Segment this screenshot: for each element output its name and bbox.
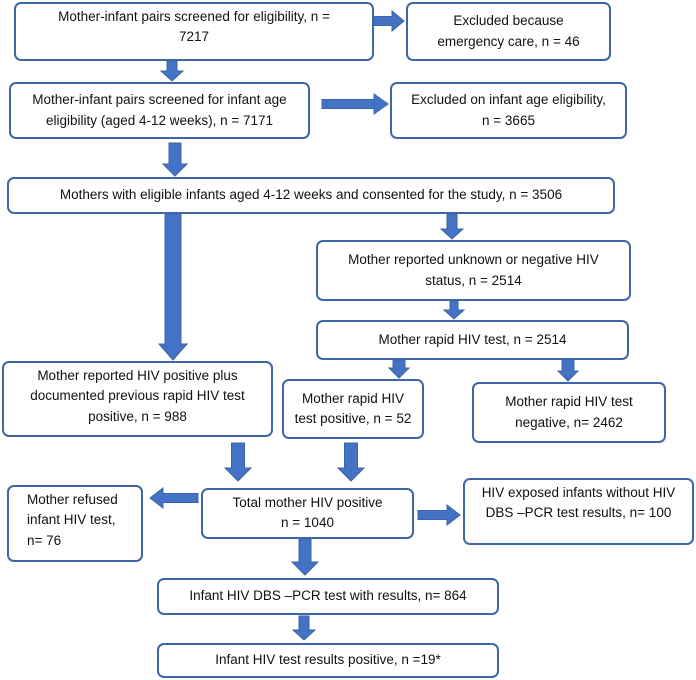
box-infant-positive: Infant HIV test results positive, n =19* [157, 643, 499, 678]
arrow-to-reported-positive [157, 213, 189, 361]
arrow-to-infant-positive [291, 615, 317, 641]
arrow-to-refused-infant-test [149, 486, 199, 510]
box-excluded-age: Excluded on infant age eligibility, n = … [390, 82, 627, 139]
arrow-to-exposed-no-results [417, 503, 461, 527]
box-excluded-emergency: Excluded because emergency care, n = 46 [406, 2, 611, 61]
box-rapid-negative: Mother rapid HIV test negative, n= 2462 [472, 382, 666, 443]
box-total-positive: Total mother HIV positive n = 1040 [201, 488, 414, 539]
box-eligible-consented: Mothers with eligible infants aged 4-12 … [7, 177, 615, 214]
arrow-to-dbs-pcr-results [290, 538, 320, 576]
arrow-to-screened-age [159, 60, 185, 82]
box-screened-age: Mother-infant pairs screened for infant … [9, 82, 310, 139]
arrow-to-unknown-negative [439, 213, 465, 240]
box-exposed-no-results: HIV exposed infants without HIV DBS –PCR… [463, 478, 694, 545]
box-reported-positive: Mother reported HIV positive plus docume… [2, 361, 273, 437]
arrow-to-excluded-age [321, 93, 389, 115]
arrow-to-rapid-positive [387, 359, 411, 379]
box-dbs-pcr-results: Infant HIV DBS –PCR test with results, n… [157, 578, 499, 615]
box-rapid-positive: Mother rapid HIV test positive, n = 52 [282, 379, 424, 439]
box-rapid-test: Mother rapid HIV test, n = 2514 [316, 320, 629, 360]
arrow-to-excluded-emergency [373, 9, 405, 33]
box-unknown-negative: Mother reported unknown or negative HIV … [316, 240, 631, 301]
box-refused-infant-test: Mother refused infant HIV test, n= 76 [7, 485, 143, 562]
arrow-to-rapid-test [442, 300, 466, 320]
box-screened-eligibility: Mother-infant pairs screened for eligibi… [14, 2, 374, 61]
arrow-to-rapid-negative [556, 359, 580, 382]
arrow-from-reported-positive [223, 442, 253, 482]
arrow-from-rapid-positive [336, 442, 366, 482]
arrow-to-eligible-consented [161, 142, 189, 177]
